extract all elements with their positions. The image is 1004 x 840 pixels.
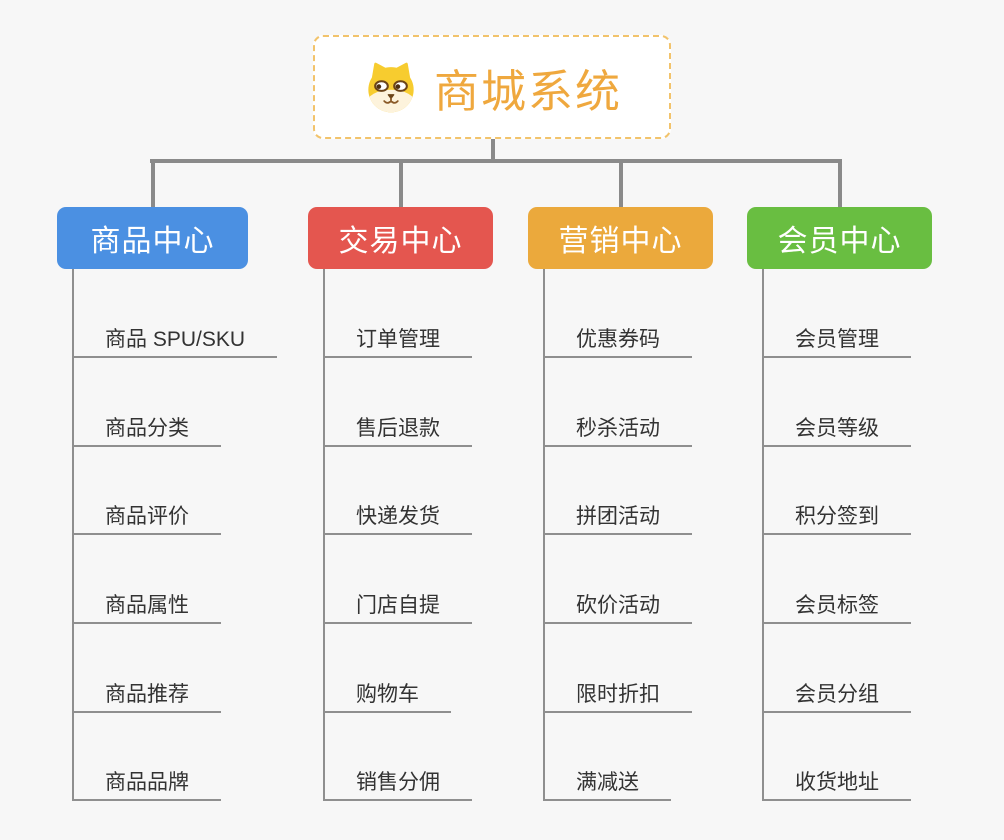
branch-label: 营销中心 xyxy=(558,225,683,258)
branch-item[interactable]: 会员标签 xyxy=(762,590,911,624)
connector-branch-drop xyxy=(398,159,403,207)
branch-spine xyxy=(323,269,325,801)
root-title: 商城系统 xyxy=(433,65,622,117)
branch-item[interactable]: 收货地址 xyxy=(762,767,911,801)
branch-item[interactable]: 售后退款 xyxy=(323,413,472,447)
branch-item[interactable]: 会员管理 xyxy=(762,324,911,358)
connector-horizontal-bar xyxy=(150,159,841,163)
branch-item[interactable]: 积分签到 xyxy=(762,501,911,535)
branch-item[interactable]: 满减送 xyxy=(543,767,671,801)
branch-item[interactable]: 商品分类 xyxy=(72,413,221,447)
connector-branch-drop xyxy=(618,159,623,207)
branch-box-2[interactable]: 交易中心 xyxy=(308,207,493,269)
branch-label: 商品中心 xyxy=(90,225,215,258)
branch-spine xyxy=(543,269,545,801)
shiba-dog-icon xyxy=(368,62,414,113)
connector-branch-drop xyxy=(150,159,155,207)
branch-spine xyxy=(72,269,74,801)
branch-item[interactable]: 砍价活动 xyxy=(543,590,692,624)
branch-item[interactable]: 门店自提 xyxy=(323,590,472,624)
branch-item[interactable]: 秒杀活动 xyxy=(543,413,692,447)
connector-branch-drop xyxy=(837,159,842,207)
branch-item[interactable]: 拼团活动 xyxy=(543,501,692,535)
branch-item[interactable]: 会员分组 xyxy=(762,679,911,713)
branch-item[interactable]: 商品品牌 xyxy=(72,767,221,801)
branch-item[interactable]: 销售分佣 xyxy=(323,767,472,801)
branch-box-3[interactable]: 营销中心 xyxy=(528,207,713,269)
branch-item[interactable]: 订单管理 xyxy=(323,324,472,358)
branch-item[interactable]: 限时折扣 xyxy=(543,679,692,713)
branch-item[interactable]: 商品推荐 xyxy=(72,679,221,713)
branch-label: 会员中心 xyxy=(777,225,902,258)
branch-box-4[interactable]: 会员中心 xyxy=(747,207,932,269)
branch-item[interactable]: 会员等级 xyxy=(762,413,911,447)
branch-box-1[interactable]: 商品中心 xyxy=(57,207,248,269)
branch-spine xyxy=(762,269,764,801)
branch-item[interactable]: 商品属性 xyxy=(72,590,221,624)
root-node[interactable]: 商城系统 xyxy=(313,35,671,139)
branch-label: 交易中心 xyxy=(338,225,463,258)
branch-item[interactable]: 优惠券码 xyxy=(543,324,692,358)
branch-item[interactable]: 商品 SPU/SKU xyxy=(72,324,278,358)
connector-root-stub xyxy=(491,139,495,161)
branch-item[interactable]: 购物车 xyxy=(323,679,451,713)
branch-item[interactable]: 快递发货 xyxy=(323,501,472,535)
branch-item[interactable]: 商品评价 xyxy=(72,501,221,535)
